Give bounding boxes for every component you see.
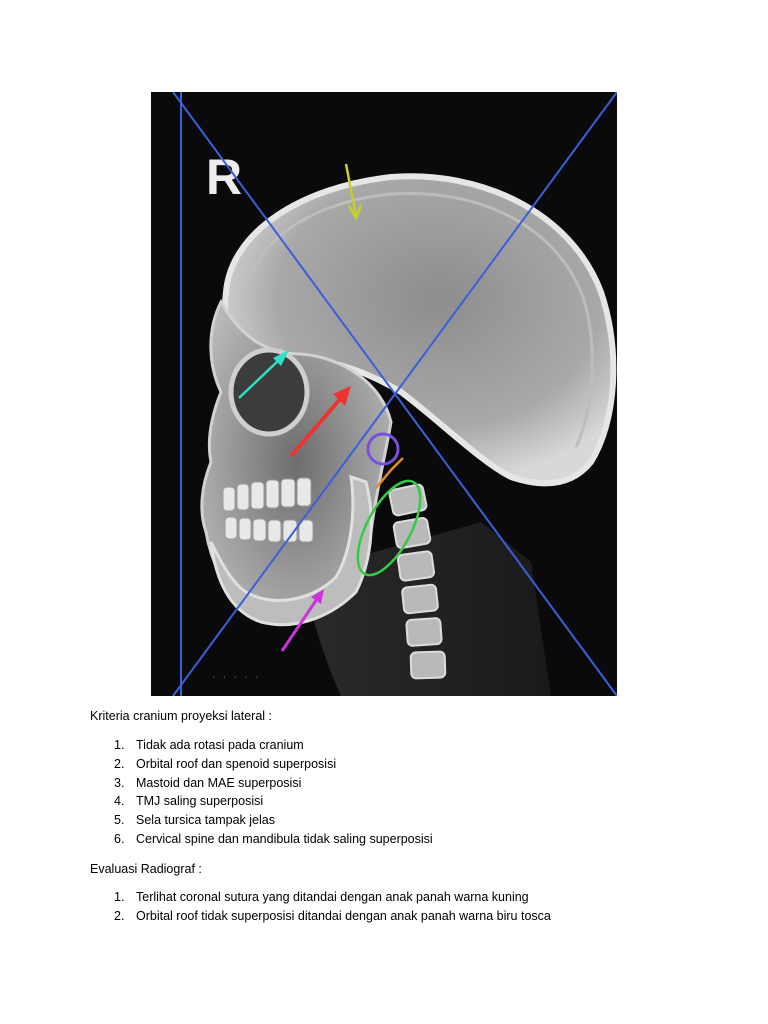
list-item-text: Mastoid dan MAE superposisi — [136, 775, 302, 790]
mark-orange — [375, 457, 404, 489]
list-item: 3. Mastoid dan MAE superposisi — [90, 774, 433, 793]
arrow-cyan — [238, 350, 289, 399]
criteria-list: 1. Tidak ada rotasi pada cranium 2. Orbital… — [90, 736, 433, 849]
cervical-spine — [388, 483, 447, 680]
list-item-number: 2. — [114, 756, 125, 771]
list-item-text: Sela tursica tampak jelas — [136, 813, 275, 828]
list-item-text: Cervical spine dan mandibula tidak salin… — [136, 831, 433, 846]
list-item: 1. Tidak ada rotasi pada cranium — [90, 736, 433, 755]
list-item-number: 2. — [114, 908, 125, 923]
criteria-heading: Kriteria cranium proyeksi lateral : — [90, 709, 273, 723]
list-item-text: Tidak ada rotasi pada cranium — [136, 738, 304, 752]
xray-drawing: R · · · · — [172, 92, 617, 696]
list-item-text: Terlihat coronal sutura yang ditandai de… — [136, 890, 529, 904]
arrow-magenta — [280, 589, 324, 652]
circle-purple — [366, 432, 400, 466]
teeth — [222, 477, 314, 543]
film-serial-mark: · · · · · — [211, 673, 260, 683]
mandible — [209, 474, 373, 627]
list-item-number: 3. — [114, 775, 125, 790]
list-item: 2. Orbital roof tidak superposisi ditanda… — [90, 907, 551, 926]
arrow-red — [289, 386, 351, 458]
evaluation-list: 1. Terlihat coronal sutura yang ditandai … — [90, 888, 551, 926]
cross-line-2 — [172, 92, 617, 696]
list-item-text: Orbital roof dan spenoid superposisi — [136, 756, 337, 771]
list-item: 4. TMJ saling superposisi — [90, 792, 433, 811]
list-item-text: TMJ saling superposisi — [136, 794, 264, 809]
orbit — [228, 347, 310, 437]
list-item-number: 5. — [114, 813, 125, 828]
ellipse-green — [356, 479, 422, 577]
list-item: 2. Orbital roof dan spenoid superposisi — [90, 755, 433, 774]
list-item-number: 1. — [114, 890, 125, 904]
evaluation-heading: Evaluasi Radiograf : — [90, 862, 202, 876]
cranium-inner-table — [244, 191, 594, 448]
list-item-text: Orbital roof tidak superposisi ditandai … — [136, 908, 551, 923]
list-item: 6. Cervical spine dan mandibula tidak sal… — [90, 830, 433, 849]
list-item-number: 1. — [114, 738, 125, 752]
list-item: 1. Terlihat coronal sutura yang ditandai … — [90, 888, 551, 907]
list-item-number: 6. — [114, 831, 125, 846]
list-item: 5. Sela tursica tampak jelas — [90, 811, 433, 830]
arrow-yellow — [344, 163, 363, 221]
list-item-number: 4. — [114, 794, 125, 809]
skull-lateral-xray: R · · · · — [151, 92, 617, 696]
